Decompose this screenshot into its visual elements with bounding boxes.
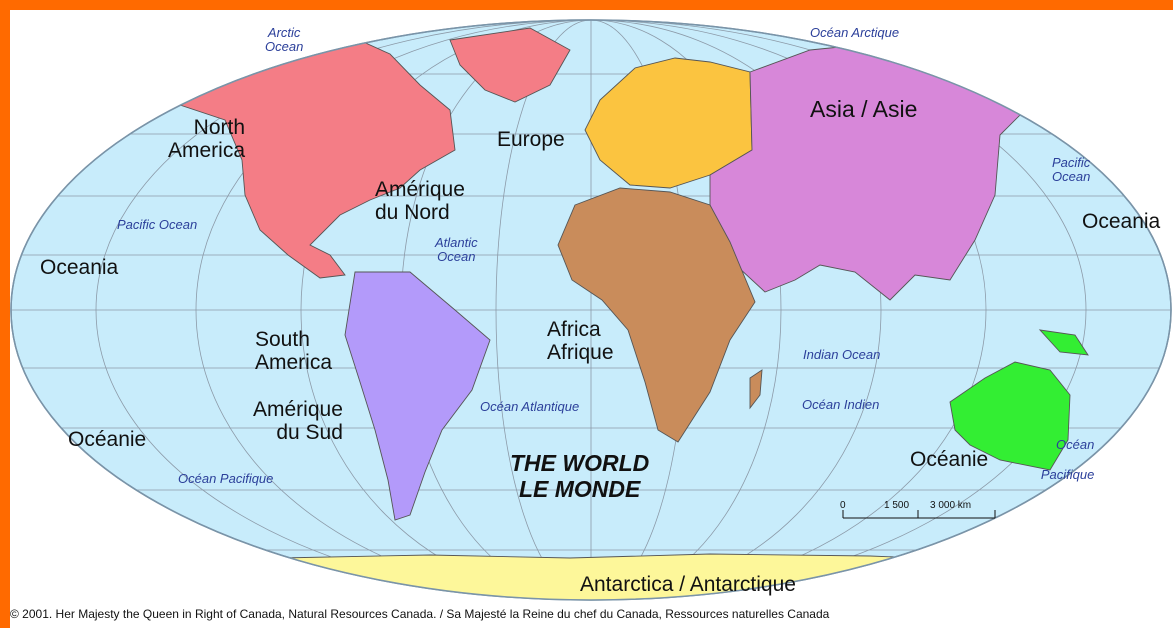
copyright-credit: © 2001. Her Majesty the Queen in Right o… [10,607,830,621]
africa-shape [557,187,756,443]
world-map [10,19,1172,601]
label-line: Amérique [253,398,343,421]
label-pacific-ocean-left-en: Pacific Ocean [117,217,198,232]
title-line-1: THE WORLD [510,450,650,476]
new-zealand-shape [1091,449,1116,493]
scale-label-0: 0 [840,500,846,511]
label-line: Ocean [437,249,476,264]
label-europe: Europe [497,128,565,151]
label-pacific-ocean-left-fr: Océan Pacifique [178,471,274,486]
label-line: du Sud [276,421,343,444]
label-line: Atlantic [435,235,478,250]
label-antarctica: Antarctica / Antarctique [580,573,796,596]
map-title: THE WORLD LE MONDE [510,450,649,502]
label-pacific-ocean-right-en: Pacific Ocean [1052,156,1090,184]
label-line: North [193,116,246,139]
label-line: du Nord [375,201,450,224]
label-line: America [168,139,246,162]
label-atlantic-ocean-en: Atlantic Ocean [435,236,478,264]
label-line: Africa [547,318,601,341]
title-line-2: LE MONDE [518,476,641,502]
label-arctic-ocean-fr: Océan Arctique [810,25,900,40]
label-line: Arctic [267,25,301,40]
south-america-shape [344,271,491,521]
label-atlantic-ocean-fr: Océan Atlantique [480,399,580,414]
label-line: Ocean [265,39,304,54]
label-pacific-ocean-right-fr: Océan Pacifique [1010,438,1094,482]
label-arctic-ocean-en: Arctic Ocean [265,26,303,54]
scale-label-1500: 1 500 [884,500,910,511]
scale-bar [842,510,996,519]
label-oceania-right: Oceania [1082,210,1161,233]
label-asia: Asia / Asie [810,96,918,122]
north-america-shape [159,35,456,279]
label-line: Amérique [375,178,465,201]
label-south-america-en: South America [255,328,332,374]
label-indian-ocean-fr: Océan Indien [802,397,880,412]
label-line: South [255,328,310,351]
label-oceanie-right: Océanie [910,448,989,471]
new-guinea-shape [1038,329,1089,356]
label-line: Ocean [1052,169,1091,184]
label-indian-ocean-en: Indian Ocean [803,347,881,362]
label-line: America [255,351,333,374]
label-line: Océan [1056,437,1095,452]
scale-label-3000: 3 000 km [930,500,972,511]
greenland-shape [449,27,571,103]
label-north-america-fr: Amérique du Nord [375,178,465,224]
madagascar-shape [749,369,763,410]
oceania-shape [949,361,1071,471]
label-south-america-fr: Amérique du Sud [253,398,343,444]
label-line: Pacific [1052,155,1091,170]
map-frame: North America Amérique du Nord Europe As… [10,10,1173,628]
label-africa: Africa Afrique [547,318,614,364]
label-oceania-left: Oceania [40,256,119,279]
label-oceanie-left: Océanie [68,428,147,451]
label-line: Pacifique [1040,467,1095,482]
label-line: Afrique [547,341,614,364]
label-north-america-en: North America [168,116,245,162]
